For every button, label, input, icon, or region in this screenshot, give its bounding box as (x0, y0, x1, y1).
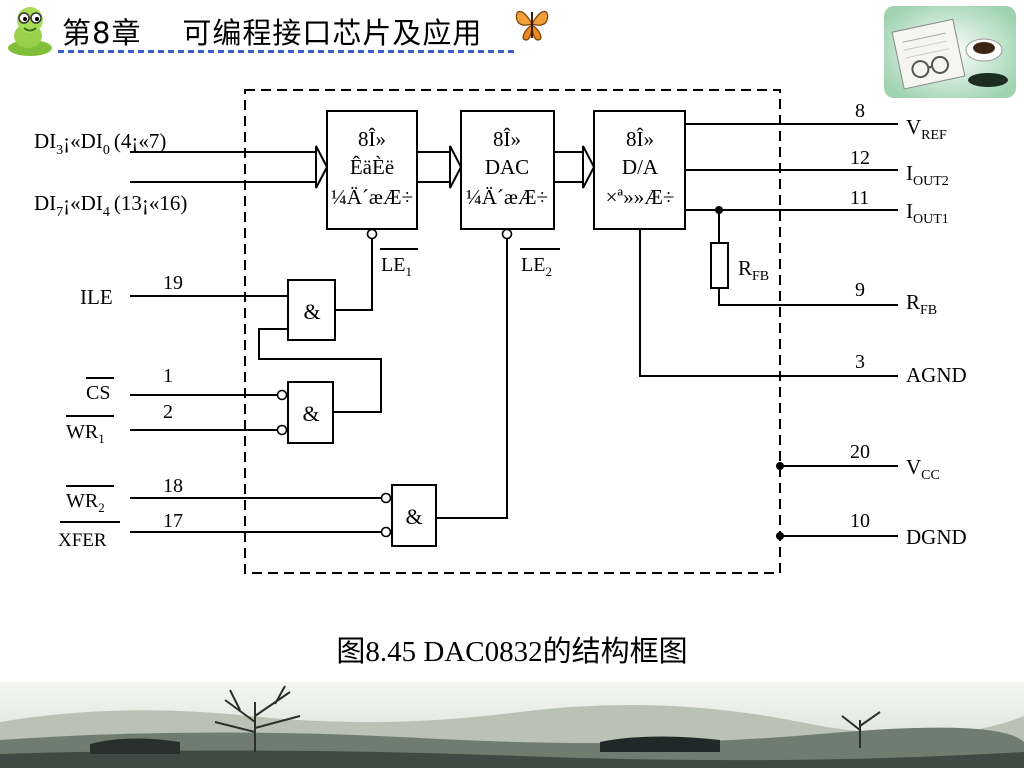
page-title: 第8章 可编程接口芯片及应用 (62, 16, 483, 50)
xfer-inversion-bubble (380, 526, 392, 538)
iout1-pin: 11 (850, 187, 869, 209)
and-gate-1 (287, 279, 336, 341)
chip-boundary (244, 89, 781, 574)
data-bus-arrow-1 (417, 145, 463, 189)
wr2-inversion-bubble (380, 492, 392, 504)
wr1-pin: 2 (163, 401, 173, 423)
block3-line1: 8Î» (626, 127, 654, 151)
ile-pin: 19 (163, 272, 183, 294)
block2-line1: 8Î» (493, 127, 521, 151)
iout2-label: IOUT2 (906, 161, 949, 189)
block1-line2: ÊäÈë (350, 155, 394, 179)
block3-line3: ×ª»»Æ÷ (606, 185, 675, 209)
block2-line3: ¼Ä´æÆ÷ (466, 185, 548, 209)
vcc-label: VCC (906, 455, 940, 483)
title-underline (58, 50, 518, 53)
snake-mascot-icon (8, 7, 52, 56)
rfb-internal-label: RFB (738, 256, 769, 284)
and-gate-1-symbol: & (303, 299, 320, 324)
xfer-pin: 17 (163, 510, 183, 532)
da-converter-block (593, 110, 686, 230)
dgnd-pin: 10 (850, 510, 870, 532)
dgnd-junction (776, 532, 784, 540)
iout1-label: IOUT1 (906, 199, 949, 227)
rfb-label: RFB (906, 290, 937, 318)
agnd-pin: 3 (855, 351, 865, 373)
iout2-pin: 12 (850, 147, 870, 169)
figure-caption: 图8.45 DAC0832的结构框图 (336, 636, 688, 668)
data-bus-arrow-2 (554, 145, 596, 189)
rfb-pin: 9 (855, 279, 865, 301)
block2-line2: DAC (485, 155, 529, 179)
vcc-junction (776, 462, 784, 470)
input-register-block (326, 110, 418, 230)
dgnd-label: DGND (906, 525, 967, 549)
wr1-inversion-bubble (276, 424, 288, 436)
le1-inversion-bubble (366, 228, 378, 240)
cs-pin: 1 (163, 365, 173, 387)
rfb-resistor (710, 242, 729, 289)
wr1-label: WR1 (66, 421, 105, 446)
wr2-label: WR2 (66, 490, 105, 515)
and-gate-3 (391, 484, 437, 547)
di-lower-label: DI7¡«DI4(13¡«16) (34, 191, 187, 220)
wr2-pin: 18 (163, 475, 183, 497)
cs-inversion-bubble (276, 389, 288, 401)
book-glasses-coffee-icon (884, 6, 1016, 98)
vcc-pin: 20 (850, 441, 870, 463)
le2-inversion-bubble (501, 228, 513, 240)
and-gate-3-symbol: & (405, 504, 422, 529)
di-upper-label: DI3¡«DI0(4¡«7) (34, 129, 166, 158)
le2-label: LE2 (521, 254, 552, 279)
cs-label: CS (86, 382, 110, 404)
vref-label: VREF (906, 115, 947, 143)
agnd-label: AGND (906, 363, 967, 387)
ile-label: ILE (80, 285, 113, 309)
le1-label: LE1 (381, 254, 412, 279)
xfer-label: XFER (58, 530, 107, 551)
block1-line1: 8Î» (358, 127, 386, 151)
butterfly-icon (515, 10, 549, 41)
and-gate-2-symbol: & (302, 401, 319, 426)
vref-pin: 8 (855, 100, 865, 122)
block3-line2: D/A (622, 155, 659, 179)
winter-tree-landscape-banner (0, 682, 1024, 768)
data-bus-input-arrow (130, 145, 329, 189)
block1-line3: ¼Ä´æÆ÷ (331, 185, 413, 209)
